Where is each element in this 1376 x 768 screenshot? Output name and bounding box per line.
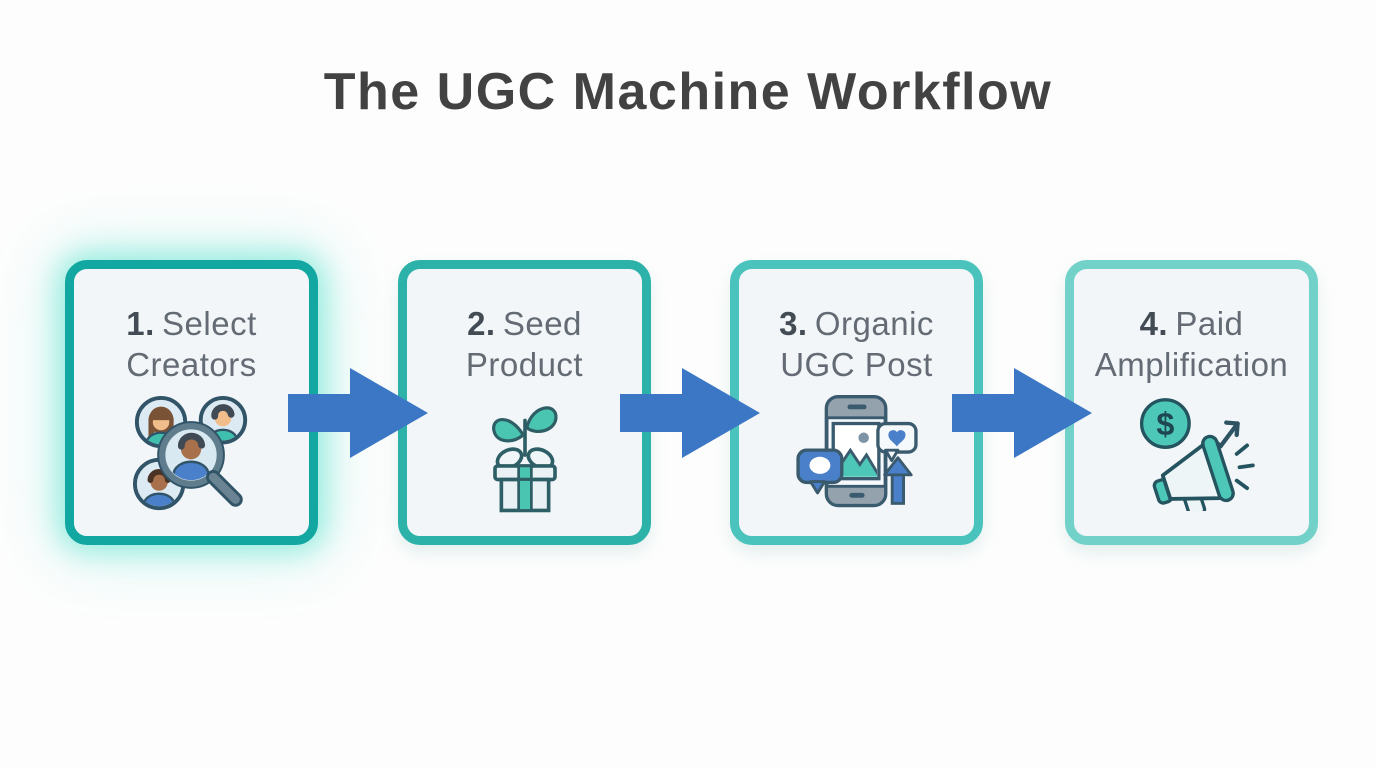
step-number: 1. xyxy=(126,305,155,342)
step-title-line1: 1.Select xyxy=(126,303,257,344)
arrow-right-icon xyxy=(288,368,428,458)
step-label: Paid xyxy=(1175,305,1244,342)
step-card-organic-ugc-post: 3.Organic UGC Post xyxy=(730,260,983,545)
page-title: The UGC Machine Workflow xyxy=(323,63,1053,121)
step-title-line1: 4.Paid xyxy=(1095,303,1289,344)
creator-search-icon xyxy=(129,395,255,513)
step-title-line2: Amplification xyxy=(1094,346,1289,383)
step-label: Select xyxy=(162,305,257,342)
step-number: 3. xyxy=(779,305,808,342)
step-card-paid-amplification: 4.Paid Amplification $ xyxy=(1065,260,1318,545)
step-title: 3.Organic UGC Post xyxy=(779,303,934,385)
phone-post-icon xyxy=(794,395,920,511)
step-number: 4. xyxy=(1139,305,1169,342)
step-title-line1: 2.Seed xyxy=(466,303,583,344)
step-title-line2: Product xyxy=(465,346,584,383)
step-title-line2: UGC Post xyxy=(780,346,933,383)
step-number: 2. xyxy=(467,305,496,342)
step-title: 1.Select Creators xyxy=(126,303,257,385)
arrow-right-icon xyxy=(952,368,1092,458)
step-card-select-creators: 1.Select Creators xyxy=(65,260,318,545)
megaphone-growth-icon: $ xyxy=(1129,395,1255,511)
step-title-line2: Creators xyxy=(126,346,257,383)
arrow-right-icon xyxy=(620,368,760,458)
step-title-line1: 3.Organic xyxy=(779,303,934,344)
svg-text:$: $ xyxy=(1156,406,1174,442)
seed-gift-icon xyxy=(470,395,580,515)
step-card-seed-product: 2.Seed Product xyxy=(398,260,651,545)
step-title: 2.Seed Product xyxy=(466,303,583,385)
step-title: 4.Paid Amplification xyxy=(1095,303,1289,385)
step-label: Seed xyxy=(502,305,582,342)
step-label: Organic xyxy=(814,305,934,342)
